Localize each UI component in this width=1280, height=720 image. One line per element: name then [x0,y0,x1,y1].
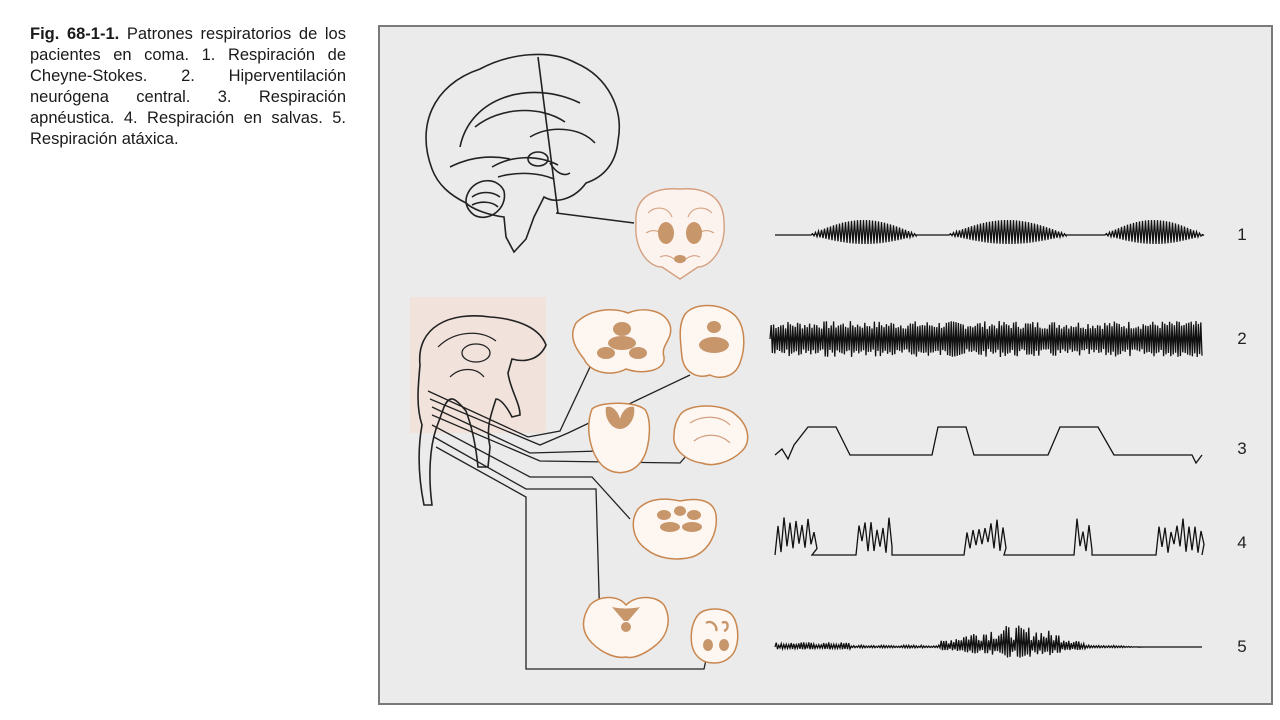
upper-pons-section [572,309,672,374]
pattern-number-1: 1 [1237,225,1247,244]
pattern-number-4: 4 [1237,533,1247,552]
pattern-number-3: 3 [1237,439,1247,458]
figure-label: Fig. 68-1-1. [30,25,120,43]
caudal-medulla-section [690,608,739,664]
figure-illustration [410,53,1205,670]
trace-cheyne-stokes [775,219,1205,245]
figure-caption: Fig. 68-1-1. Patrones respiratorios de l… [30,24,346,150]
rostral-medulla-section [632,498,718,560]
pattern-number-2: 2 [1237,329,1247,348]
respiration-traces [769,219,1205,658]
lower-pons-section [679,304,745,378]
brainstem-drawing [410,297,547,506]
coronal-brain-section [635,188,725,280]
trace-hyperventilation [769,321,1203,357]
pattern-number-5: 5 [1237,637,1247,656]
trace-cluster [774,517,1205,556]
caudal-pons-section [673,405,749,466]
midbrain-section [588,402,651,474]
trace-apneustic [774,426,1203,465]
sagittal-brain-drawing [425,53,635,254]
figure-panel: 1 2 3 4 5 [378,25,1273,705]
trace-ataxic [774,625,1203,658]
medulla-section [582,596,669,659]
caption-text: Patrones respiratorios de los pacientes … [30,25,346,148]
